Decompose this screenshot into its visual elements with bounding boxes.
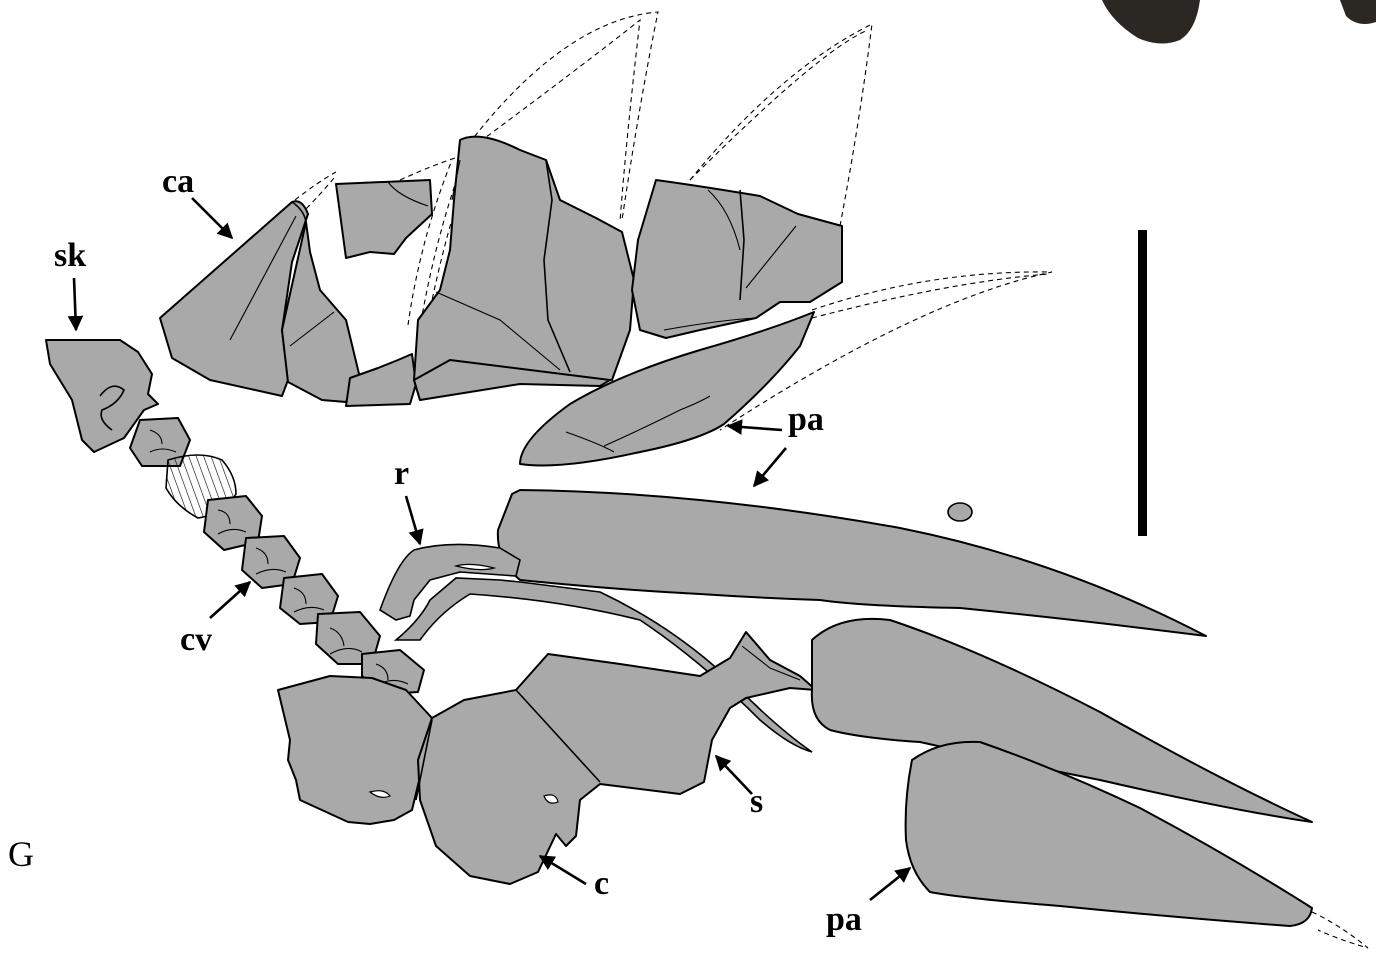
photo-fragment: [1102, 0, 1376, 44]
label-pa-upper: pa: [788, 401, 824, 438]
pa-element-lower: [812, 619, 1312, 926]
lower-elements: [278, 632, 816, 884]
label-r: r: [394, 455, 409, 492]
scale-bar: [1138, 230, 1147, 536]
label-cv: cv: [180, 621, 212, 658]
label-s: s: [750, 783, 763, 820]
panel-letter: G: [8, 834, 34, 874]
label-c: c: [594, 865, 609, 902]
label-ca: ca: [162, 163, 194, 200]
label-sk: sk: [54, 237, 86, 274]
label-pa-lower: pa: [826, 901, 862, 938]
